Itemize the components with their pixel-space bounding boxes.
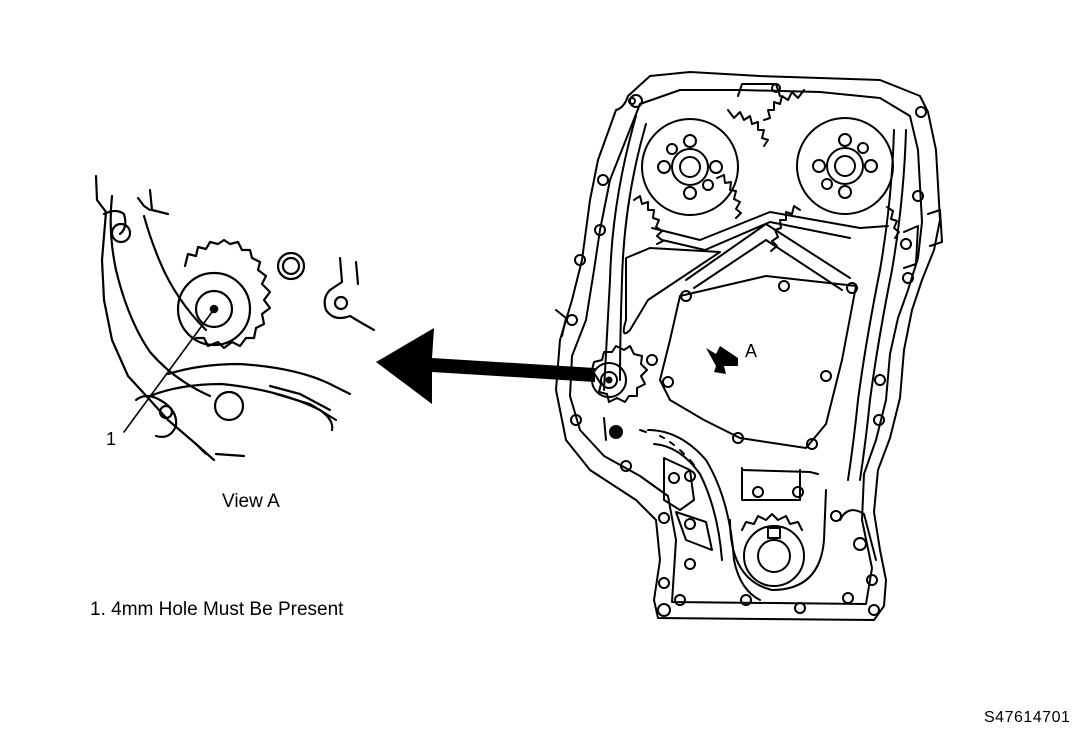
housing-rib [142,214,208,332]
bolt-hole-right [333,295,349,311]
crank-sprocket [741,513,805,587]
lower-tensioner [647,429,761,601]
figure-id: S47614701 [984,709,1071,726]
oil-pump-gear [591,345,648,403]
bolt-hole-lower [158,404,174,420]
round-pad [213,390,245,422]
cover-outline [555,71,941,621]
housing-outer-edge [94,174,216,462]
center-teeth-upper [727,89,805,147]
view-a-detail [94,174,376,462]
small-gear [176,238,272,350]
left-cam-sprocket [641,118,739,216]
callout-leader [123,311,213,433]
bolt-hole-upper-left [110,222,132,244]
left-cam-teeth [633,174,742,245]
gear-hub [176,271,252,347]
view-pointer-arrow [376,328,595,404]
cover-inner-outline [569,89,923,605]
central-plate [659,275,857,449]
view-a-title: View A [222,491,280,512]
gear-teeth [183,238,272,350]
chain-guide-upper [166,362,352,396]
right-cam-sprocket [796,117,894,215]
round-boss [276,251,306,281]
chain-guide-left [603,115,637,391]
inner-triangle [693,239,843,291]
callout-number-1: 1 [106,429,117,449]
timing-cover [555,71,943,621]
view-arrow-label: A [745,341,758,361]
chain-guide-lower [148,382,334,432]
legend-item-1: 1. 4mm Hole Must Be Present [90,599,344,620]
chain-guide-right [859,129,907,481]
view-direction-arrow [706,346,738,374]
4mm-hole [209,304,219,314]
